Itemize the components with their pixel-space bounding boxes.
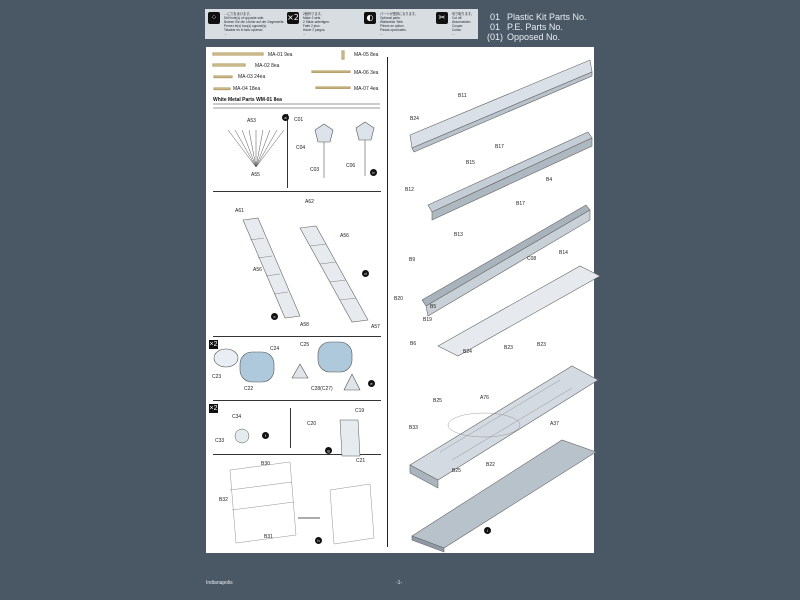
section-divider <box>213 400 381 401</box>
step-a-marker: a <box>282 114 289 121</box>
part-label: C06 <box>346 163 356 169</box>
part-label: B9 <box>409 257 416 263</box>
ma02-label: MA-02 8ea <box>255 63 280 69</box>
step-f-marker: f <box>262 432 269 439</box>
legend-num: 01 <box>489 12 500 22</box>
legend-option-text: パーツが選択になります。 Optional parts. Wahlweise T… <box>380 12 418 36</box>
part-label: C23 <box>212 374 222 380</box>
sub-divider <box>287 114 288 188</box>
ma04-label: MA-04 18ea <box>233 86 261 92</box>
part-label: C04 <box>296 145 306 151</box>
part-label: B22 <box>486 462 495 468</box>
part-label: B25 <box>452 468 461 474</box>
legend-row-pe: 01 P.E. Parts No. <box>487 22 607 32</box>
cut-off-icon: ✂ <box>436 12 448 24</box>
part-label: B15 <box>466 160 475 166</box>
column-divider <box>387 57 388 547</box>
legend-cut-text: 切り取ります。 Cut off. Abschneiden. Couper. Co… <box>452 12 474 36</box>
part-label: B25 <box>433 398 442 404</box>
legend-label: Plastic Kit Parts No. <box>507 12 587 22</box>
part-label: C34 <box>232 414 242 420</box>
legend-two-sets-text: 2個作ります。 Make 2 sets. 2 Sätze anfertigen.… <box>303 12 330 36</box>
part-label: A62 <box>305 199 314 205</box>
part-label: B11 <box>458 93 467 99</box>
part-label: C22 <box>244 386 254 392</box>
part-label: B5 <box>430 304 437 310</box>
legend-row-opposed: (01) Opposed No. <box>487 32 607 42</box>
part-label: A57 <box>371 324 380 330</box>
part-label: C21 <box>356 458 366 464</box>
part-label: C24 <box>270 346 280 352</box>
part-label: B23 <box>537 342 546 348</box>
step-i-marker: i <box>484 527 491 534</box>
ma07-label: MA-07 4ea <box>354 86 379 92</box>
section-divider <box>213 454 381 455</box>
step-h-marker: h <box>315 537 322 544</box>
times-two-icon: ×2 <box>209 404 218 413</box>
legend-label: Opposed No. <box>507 32 561 42</box>
sub-divider <box>290 408 291 448</box>
part-label: C28(C27) <box>311 386 333 392</box>
part-label: C01 <box>294 117 304 123</box>
part-label: B17 <box>516 201 525 207</box>
part-label: B4 <box>546 177 553 183</box>
step-b-marker: b <box>370 169 377 176</box>
part-label: B6 <box>410 341 417 347</box>
legend-row-plastic: 01 Plastic Kit Parts No. <box>487 12 607 22</box>
part-label: B31 <box>264 534 273 540</box>
part-label: A58 <box>300 322 309 328</box>
part-label: B24 <box>463 349 472 355</box>
part-label: C19 <box>355 408 365 414</box>
legend-num: 01 <box>489 22 500 32</box>
option-parts-icon: ◐ <box>364 12 376 24</box>
part-label: C33 <box>215 438 225 444</box>
part-label: A55 <box>251 172 260 178</box>
part-label: B12 <box>405 187 414 193</box>
part-label: A76 <box>480 395 489 401</box>
ma05-label: MA-05 8ea <box>354 52 379 58</box>
part-label: B17 <box>495 144 504 150</box>
part-label: A61 <box>235 208 244 214</box>
part-label: C08 <box>527 256 537 262</box>
part-label: A56 <box>253 267 262 273</box>
parts-number-legend: 01 Plastic Kit Parts No. 01 P.E. Parts N… <box>487 10 607 44</box>
part-label: C03 <box>310 167 320 173</box>
times-two-icon: ×2 <box>209 340 218 349</box>
part-label: B13 <box>454 232 463 238</box>
part-label: B20 <box>394 296 403 302</box>
section-divider <box>213 191 381 192</box>
section-divider <box>213 336 381 337</box>
step-e-marker: e <box>368 380 375 387</box>
legend-label: P.E. Parts No. <box>507 22 563 32</box>
step-d-marker: d <box>362 270 369 277</box>
part-label: C20 <box>307 421 317 427</box>
part-label: B14 <box>559 250 568 256</box>
part-label: C25 <box>300 342 310 348</box>
ma01-label: MA-01 9ea <box>268 52 293 58</box>
part-label: A53 <box>247 118 256 124</box>
step-g-marker: g <box>325 447 332 454</box>
step-c-marker: c <box>271 313 278 320</box>
times-two-icon: ×2 <box>287 12 299 24</box>
part-label: B23 <box>504 345 513 351</box>
legend-drill-text: …に穴をあけます。 Drill hole(s) of opposite side… <box>224 12 285 36</box>
ma06-label: MA-06 3ea <box>354 70 379 76</box>
part-label: B33 <box>409 425 418 431</box>
part-label: B30 <box>261 461 270 467</box>
part-label: A56 <box>340 233 349 239</box>
part-label: B24 <box>410 116 419 122</box>
legend-num: (01) <box>487 32 504 42</box>
model-name: Indianapolis <box>206 580 233 586</box>
white-metal-title: White Metal Parts WM-01 8ea <box>213 97 282 103</box>
part-label: A37 <box>550 421 559 427</box>
drill-holes-icon: ⁘ <box>208 12 220 24</box>
ma03-label: MA-03 24ea <box>238 74 266 80</box>
part-label: B32 <box>219 497 228 503</box>
legend-panel-drill <box>205 9 297 39</box>
page-number: -1- <box>396 580 403 586</box>
part-label: B19 <box>423 317 432 323</box>
